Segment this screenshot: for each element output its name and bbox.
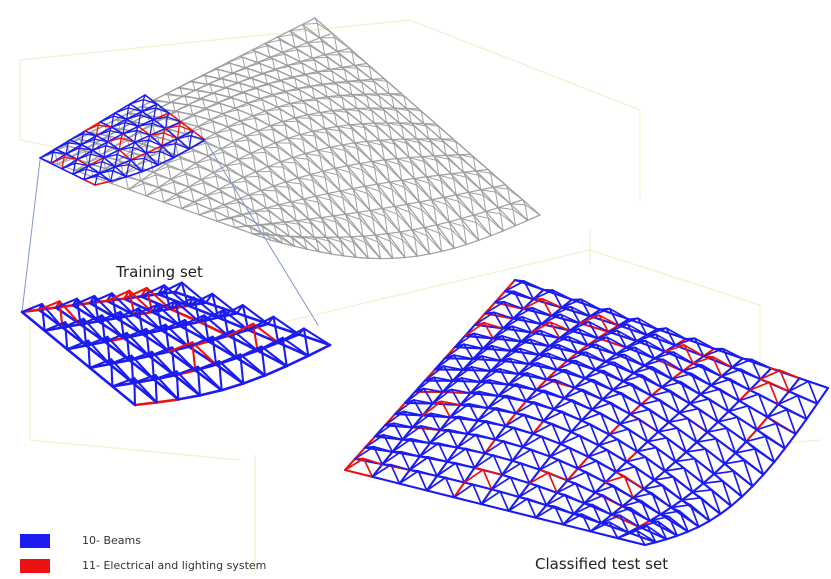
training-set-label: Training set	[116, 263, 203, 281]
electrical-color-swatch	[20, 559, 50, 573]
training-set-structure	[20, 281, 332, 407]
classified-test-set-structure	[343, 278, 830, 547]
zoom-connector-lines	[21, 139, 319, 326]
full-structure-grey	[39, 17, 541, 260]
training-region-highlight	[39, 94, 206, 186]
beams-color-swatch	[20, 534, 50, 548]
legend-label-electrical: 11- Electrical and lighting system	[82, 559, 267, 572]
legend-label-beams: 10- Beams	[82, 534, 141, 547]
classified-test-set-label: Classified test set	[535, 555, 669, 573]
